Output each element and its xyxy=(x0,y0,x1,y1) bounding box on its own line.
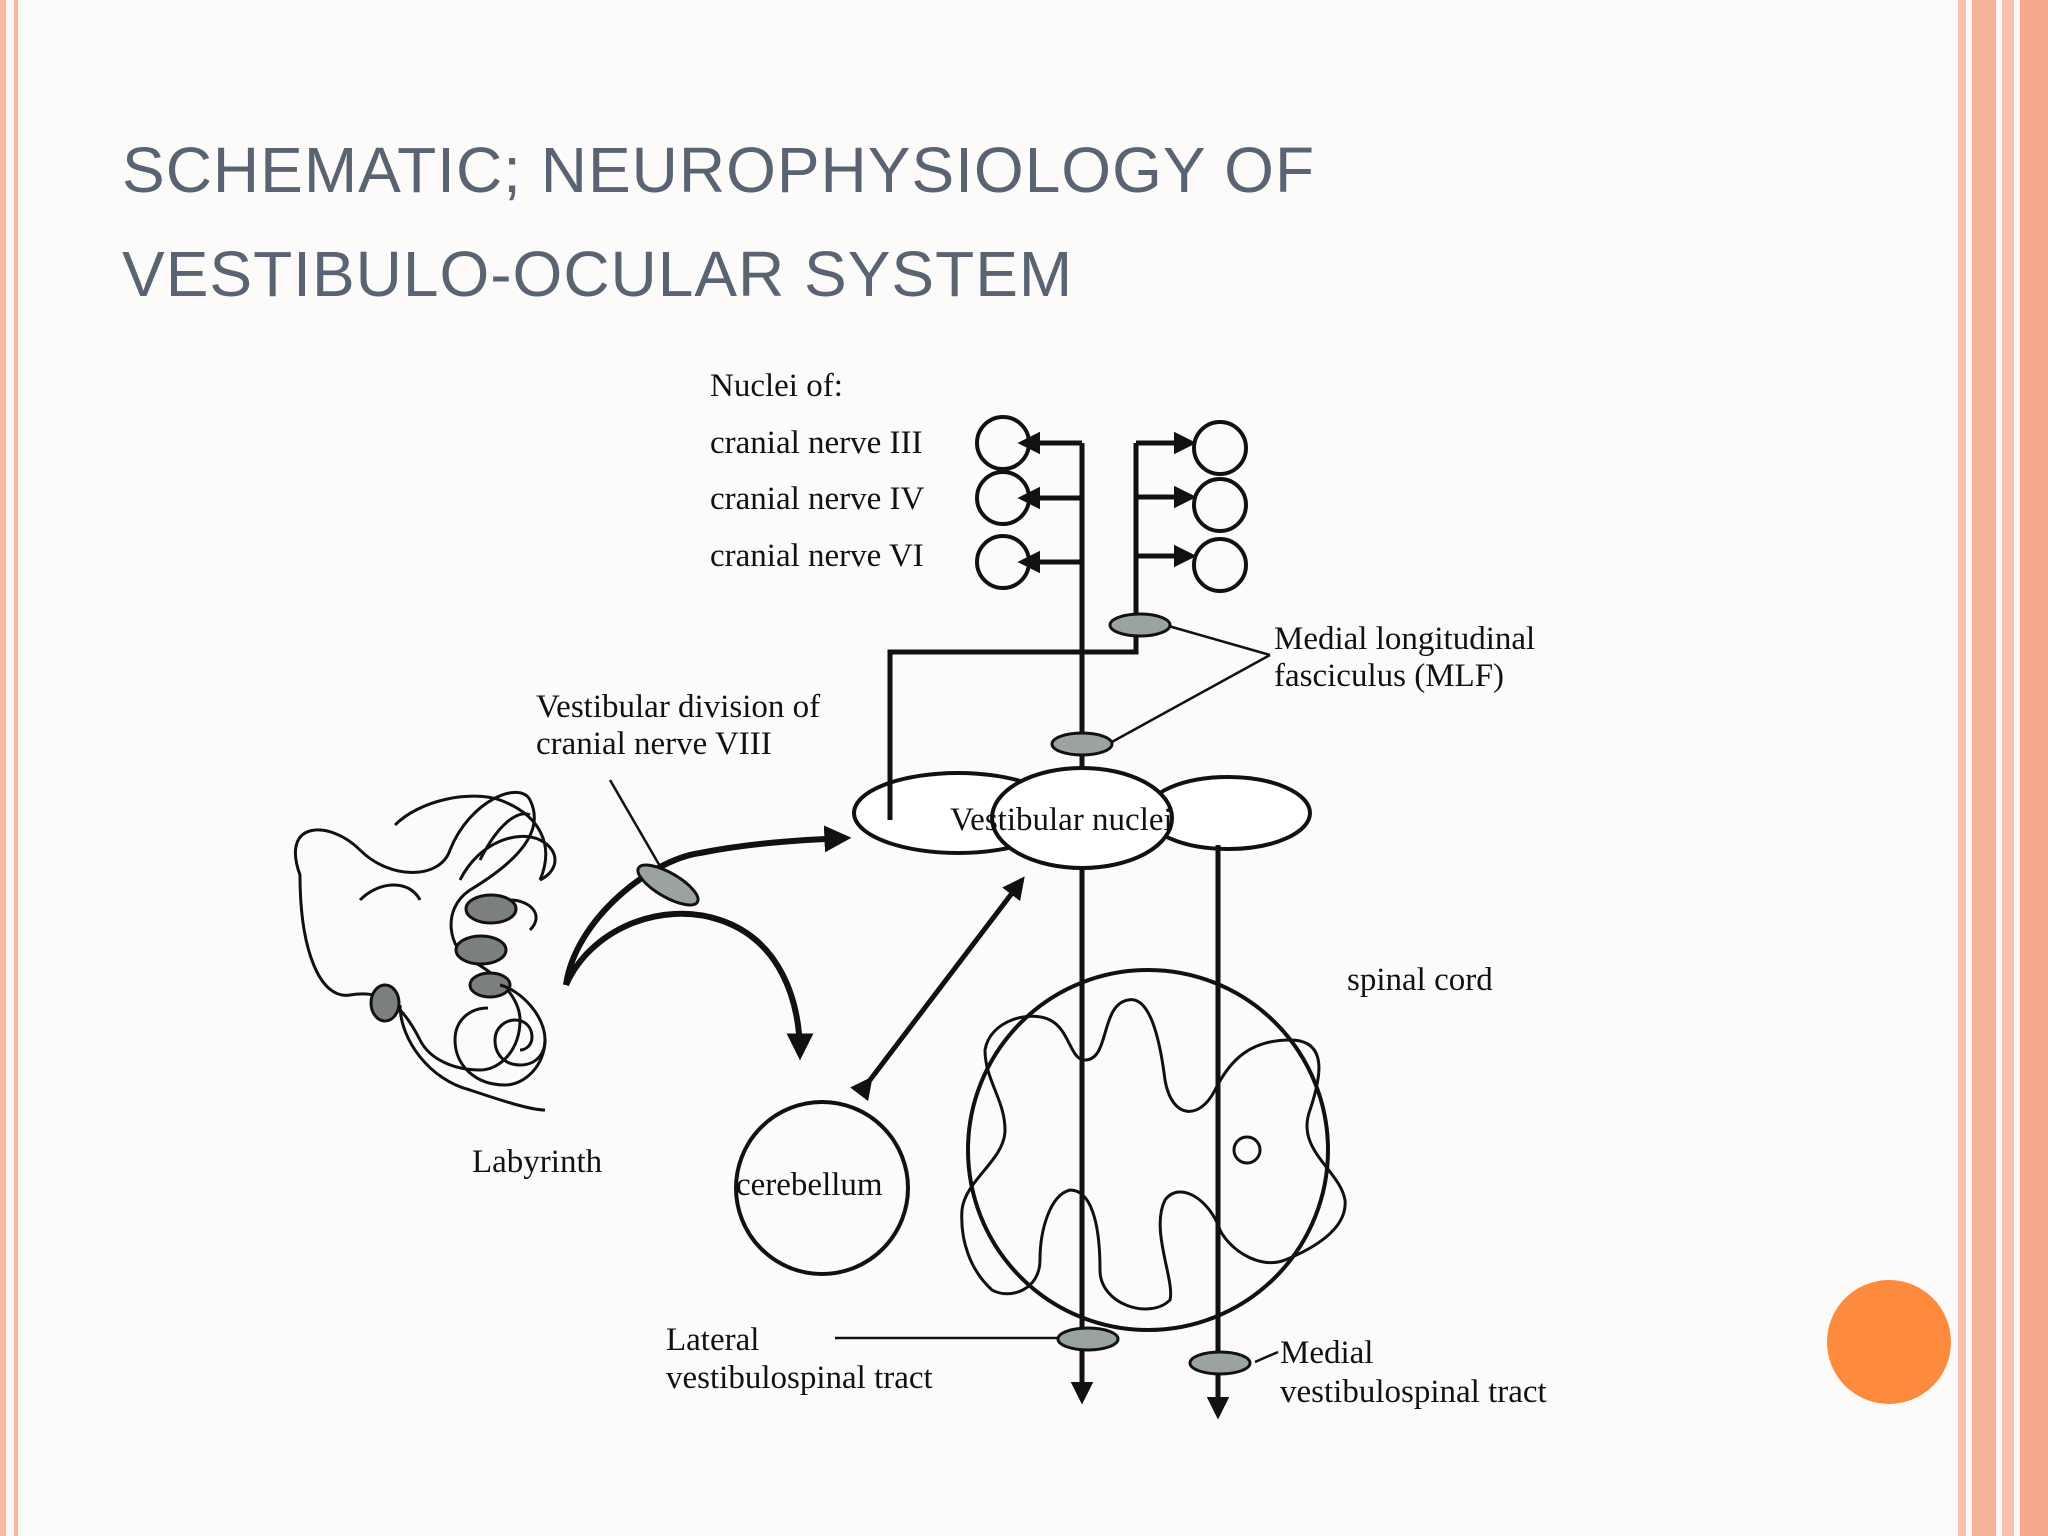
slide-title-line-2: VESTIBULO-OCULAR SYSTEM xyxy=(122,238,1074,310)
mlf-label-line-2: fasciculus (MLF) xyxy=(1274,658,1504,694)
medial-tract-label-line-1: Medial xyxy=(1280,1335,1373,1371)
slide-title: SCHEMATIC; NEUROPHYSIOLOGY OF VESTIBULO-… xyxy=(122,118,1422,326)
nerve-viii-oval xyxy=(636,863,700,907)
mlf-label-line-1: Medial longitudinal xyxy=(1274,621,1535,657)
lateral-tract-oval xyxy=(1056,1326,1120,1352)
cerebellum-label: cerebellum xyxy=(736,1167,883,1203)
cn3-nucleus-right xyxy=(1192,420,1248,476)
spinal-cord-label: spinal cord xyxy=(1347,962,1493,998)
nerve-viii-to-cerebellum xyxy=(563,910,814,1061)
slide-title-line-1: SCHEMATIC; NEUROPHYSIOLOGY OF xyxy=(122,134,1316,206)
mlf-oval-lower xyxy=(1050,731,1114,757)
cn6-label: cranial nerve VI xyxy=(710,538,924,574)
vestibular-division-label-line-1: Vestibular division of xyxy=(536,689,820,725)
vestibular-nuclei-label: Vestibular nuclei xyxy=(950,802,1173,838)
labyrinth-drawing xyxy=(293,790,557,1112)
spinal-cord-outline xyxy=(966,968,1330,1332)
cerebellum-vestibular-arrow xyxy=(850,876,1025,1102)
cn4-nucleus-right xyxy=(1192,477,1248,533)
medial-tract-label-line-2: vestibulospinal tract xyxy=(1280,1374,1547,1410)
cn3-nucleus-left xyxy=(975,415,1031,471)
medial-tract-pointer xyxy=(1254,1350,1279,1364)
lateral-tract-label-line-2: vestibulospinal tract xyxy=(666,1360,933,1396)
nerve-viii-to-vestibular-nuclei xyxy=(563,825,852,986)
vestibular-division-label-line-2: cranial nerve VIII xyxy=(536,726,772,762)
central-canal xyxy=(1232,1135,1262,1165)
mlf-oval-upper xyxy=(1108,612,1172,638)
mlf-pointer-lines xyxy=(1109,623,1271,745)
nuclei-header-label: Nuclei of: xyxy=(710,368,843,404)
cn4-label: cranial nerve IV xyxy=(710,481,925,517)
orange-accent-circle xyxy=(1827,1280,1951,1404)
cn6-nucleus-right xyxy=(1192,537,1248,593)
slide-background xyxy=(22,0,1952,1536)
cn4-nucleus-left xyxy=(975,470,1031,526)
right-border-stripe-1 xyxy=(1958,0,1966,1536)
left-border-stripe-inner xyxy=(14,0,18,1536)
right-border-stripe-4 xyxy=(2020,0,2048,1536)
cn6-nucleus-left xyxy=(975,534,1031,590)
lateral-tract-label-line-1: Lateral xyxy=(666,1322,759,1358)
medial-tract-oval xyxy=(1188,1350,1252,1376)
right-border-stripe-2 xyxy=(1972,0,1996,1536)
right-border-stripe-3 xyxy=(2002,0,2014,1536)
nerve-viii-pointer xyxy=(608,779,670,881)
labyrinth-label: Labyrinth xyxy=(472,1144,603,1180)
left-border-stripe xyxy=(0,0,6,1536)
cerebellum-circle xyxy=(734,1100,910,1276)
cn3-label: cranial nerve III xyxy=(710,425,923,461)
crossing-ascending-tract xyxy=(887,443,1139,820)
